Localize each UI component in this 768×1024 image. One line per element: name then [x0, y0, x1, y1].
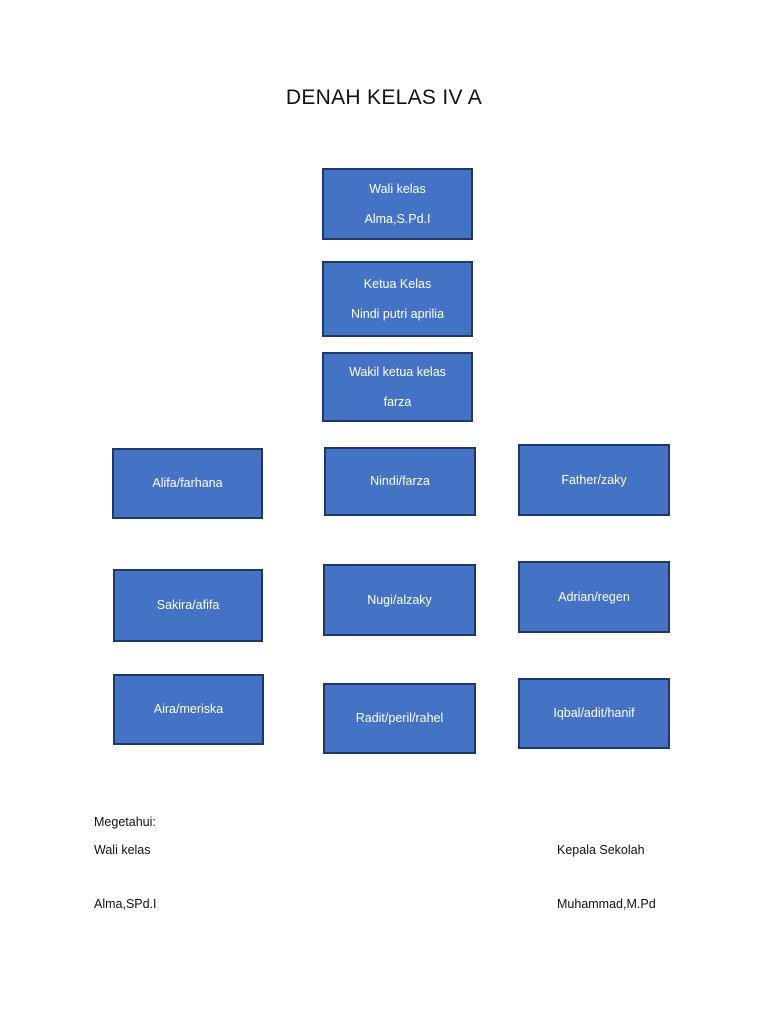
- footer-right-role: Kepala Sekolah: [557, 843, 645, 857]
- seat-box[interactable]: Nindi/farza: [324, 447, 476, 516]
- seat-label: Father/zaky: [561, 472, 627, 487]
- seat-box[interactable]: Aira/meriska: [113, 674, 264, 745]
- role-name: Alma,S.Pd.I: [364, 211, 431, 226]
- seat-box[interactable]: Father/zaky: [518, 444, 670, 516]
- role-title: Wakil ketua kelas: [349, 364, 446, 379]
- seat-label: Sakira/afifa: [156, 598, 220, 613]
- footer-left-role: Wali kelas: [94, 843, 151, 857]
- seat-box[interactable]: Sakira/afifa: [113, 569, 263, 642]
- role-box-wakil-ketua-kelas[interactable]: Wakil ketua kelas farza: [322, 352, 473, 422]
- seat-label: Nindi/farza: [370, 474, 430, 489]
- seat-box[interactable]: Adrian/regen: [518, 561, 670, 633]
- role-name: Nindi putri aprilia: [350, 306, 445, 321]
- role-title: Ketua Kelas: [363, 276, 432, 291]
- seat-label: Aira/meriska: [153, 702, 224, 717]
- role-box-ketua-kelas[interactable]: Ketua Kelas Nindi putri aprilia: [322, 261, 473, 337]
- footer-left-name: Alma,SPd.I: [94, 897, 157, 911]
- seat-label: Alifa/farhana: [152, 476, 223, 491]
- role-name: farza: [383, 394, 412, 409]
- seat-box[interactable]: Radit/peril/rahel: [323, 683, 476, 754]
- seat-label: Iqbal/adit/hanif: [553, 706, 635, 721]
- seat-label: Adrian/regen: [558, 589, 630, 604]
- role-box-wali-kelas[interactable]: Wali kelas Alma,S.Pd.I: [322, 168, 473, 240]
- seat-box[interactable]: Alifa/farhana: [112, 448, 263, 519]
- footer-acknowledgement: Megetahui:: [94, 815, 156, 829]
- footer-right-name: Muhammad,M.Pd: [557, 897, 656, 911]
- role-title: Wali kelas: [369, 181, 426, 196]
- seat-box[interactable]: Nugi/alzaky: [323, 564, 476, 636]
- seat-label: Nugi/alzaky: [367, 592, 432, 607]
- seat-box[interactable]: Iqbal/adit/hanif: [518, 678, 670, 749]
- page-title: DENAH KELAS IV A: [285, 86, 483, 109]
- seat-label: Radit/peril/rahel: [355, 711, 444, 726]
